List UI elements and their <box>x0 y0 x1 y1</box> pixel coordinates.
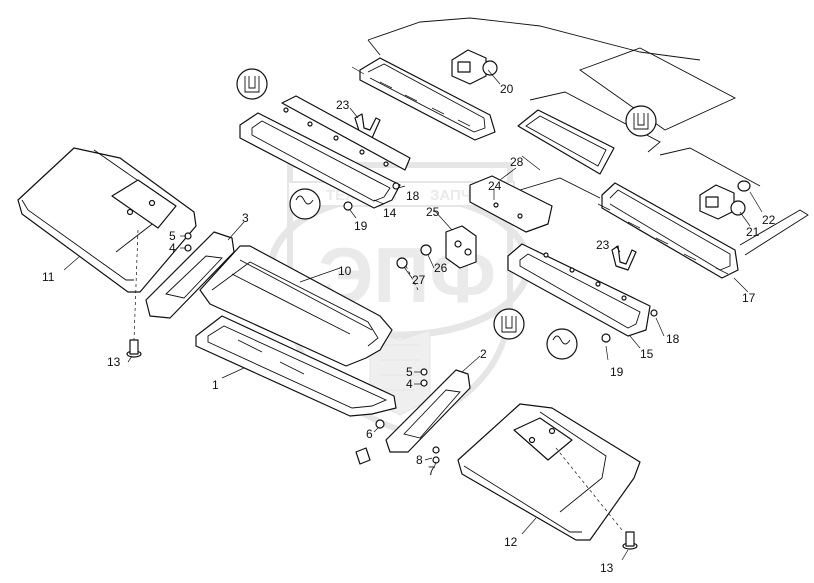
callout-19-upper: 19 <box>354 219 368 233</box>
callout-22: 22 <box>762 213 776 227</box>
washer-18-right <box>650 309 658 317</box>
sill-cover-12 <box>457 403 641 541</box>
nut-19-right <box>601 333 611 343</box>
callout-23-upper: 23 <box>336 98 350 112</box>
washer-26 <box>420 244 432 256</box>
s-profile-symbol-right <box>546 328 578 360</box>
nut-27 <box>396 257 408 269</box>
hinge-bracket-25 <box>445 225 477 269</box>
callout-3: 3 <box>242 211 249 225</box>
clip-23-lower <box>611 245 637 271</box>
screw-13-left <box>126 339 142 358</box>
callout-26: 26 <box>434 261 448 275</box>
callout-6: 6 <box>366 427 373 441</box>
callout-21: 21 <box>746 225 760 239</box>
callout-23-lower: 23 <box>596 238 610 252</box>
callout-20: 20 <box>500 82 514 96</box>
trim-plate-2 <box>385 369 471 453</box>
u-profile-symbol-right <box>625 105 657 137</box>
latch-20 <box>451 49 498 85</box>
washer-18-upper <box>392 182 400 190</box>
callout-15: 15 <box>640 347 654 361</box>
cab-roof-outline <box>367 17 809 256</box>
clip-9 <box>355 447 371 465</box>
sill-cover-11 <box>17 147 197 341</box>
fasteners-4-5-right <box>420 368 428 387</box>
s-profile-symbol-left <box>289 188 321 220</box>
roof-hatch-outline <box>579 47 737 131</box>
nut-19-upper <box>343 201 353 211</box>
leader-lines <box>63 69 763 561</box>
callout-4-left: 4 <box>169 241 176 255</box>
callout-5-right: 5 <box>406 365 413 379</box>
bolt-7-8 <box>432 446 440 464</box>
callout-18-upper: 18 <box>406 189 420 203</box>
callout-25: 25 <box>426 205 440 219</box>
latch-21 <box>699 184 746 220</box>
callout-5-left: 5 <box>169 229 176 243</box>
callout-17: 17 <box>742 291 756 305</box>
bracket-24 <box>469 175 553 233</box>
nut-6 <box>375 419 385 429</box>
callout-labels: 1 2 3 4 4 5 5 6 7 8 10 11 12 13 13 14 15… <box>42 82 776 575</box>
gasket-frame-14 <box>239 95 411 209</box>
screw-13-right <box>622 531 638 550</box>
u-profile-symbol-mid <box>493 308 525 340</box>
gasket-frame-15 <box>507 243 651 337</box>
step-mat-frame-1 <box>195 315 397 417</box>
callout-10: 10 <box>338 264 352 278</box>
u-profile-symbol-upper <box>236 68 268 100</box>
callout-7: 7 <box>428 464 435 478</box>
callout-19-right: 19 <box>610 365 624 379</box>
plug-22 <box>737 180 751 192</box>
callout-24: 24 <box>488 179 502 193</box>
callout-27: 27 <box>412 273 426 287</box>
callout-13-right: 13 <box>600 561 614 575</box>
callout-28: 28 <box>510 155 524 169</box>
seal-strip-20 <box>351 57 496 141</box>
seal-strip-17 <box>597 182 739 279</box>
callout-2: 2 <box>480 347 487 361</box>
window-seal-28 <box>517 109 615 175</box>
step-cover-10 <box>199 245 393 367</box>
callout-13-left: 13 <box>107 355 121 369</box>
callout-12: 12 <box>504 535 518 549</box>
callout-1: 1 <box>212 378 219 392</box>
callout-4-right: 4 <box>406 377 413 391</box>
callout-14: 14 <box>383 206 397 220</box>
callout-8: 8 <box>416 453 423 467</box>
callout-18-right: 18 <box>666 332 680 346</box>
callout-11: 11 <box>42 270 55 284</box>
